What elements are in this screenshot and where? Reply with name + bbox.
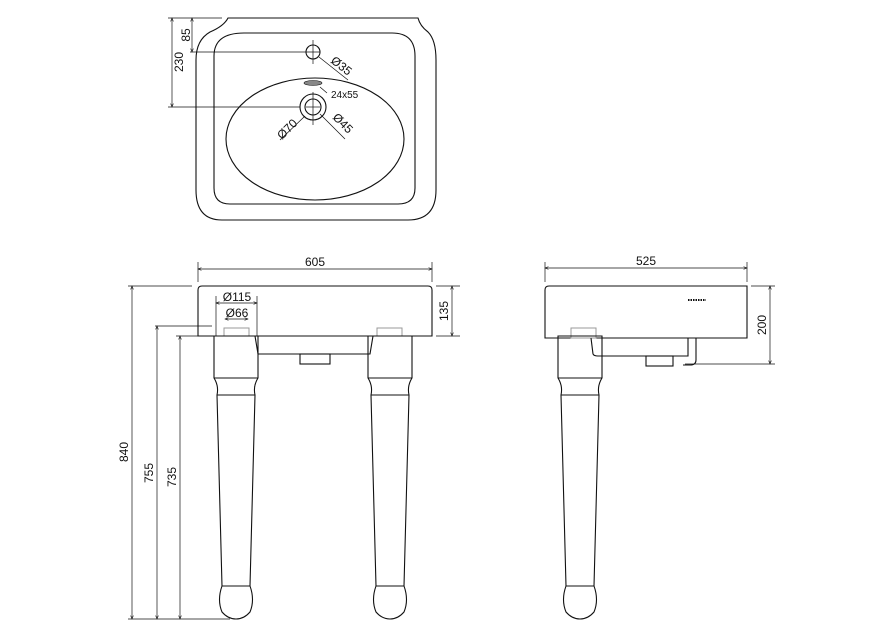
dim-230: 230 [172,52,186,72]
dim-waste-inner: Ø45 [330,110,356,136]
dim-85: 85 [179,28,193,42]
front-view: 605 135 Ø115 Ø66 840 755 735 [117,255,460,619]
dim-overflow: 24x55 [331,90,359,101]
overflow-slot [303,80,323,86]
top-view: 230 85 Ø35 24x55 Ø70 Ø45 [168,18,437,221]
dim-total-height: 840 [117,442,131,462]
dim-depth: 525 [636,254,656,268]
dim-755: 755 [142,463,156,483]
dim-side-height: 200 [755,315,769,335]
dim-tap-hole: Ø35 [328,53,355,78]
dim-leg-top: Ø115 [223,290,252,304]
side-view: 525 200 [545,254,775,620]
dim-basin-height: 135 [437,301,451,321]
dim-width: 605 [305,255,325,269]
dim-waste-outer: Ø70 [274,116,300,142]
dim-735: 735 [165,467,179,487]
dim-leg-pin: Ø66 [226,306,249,320]
